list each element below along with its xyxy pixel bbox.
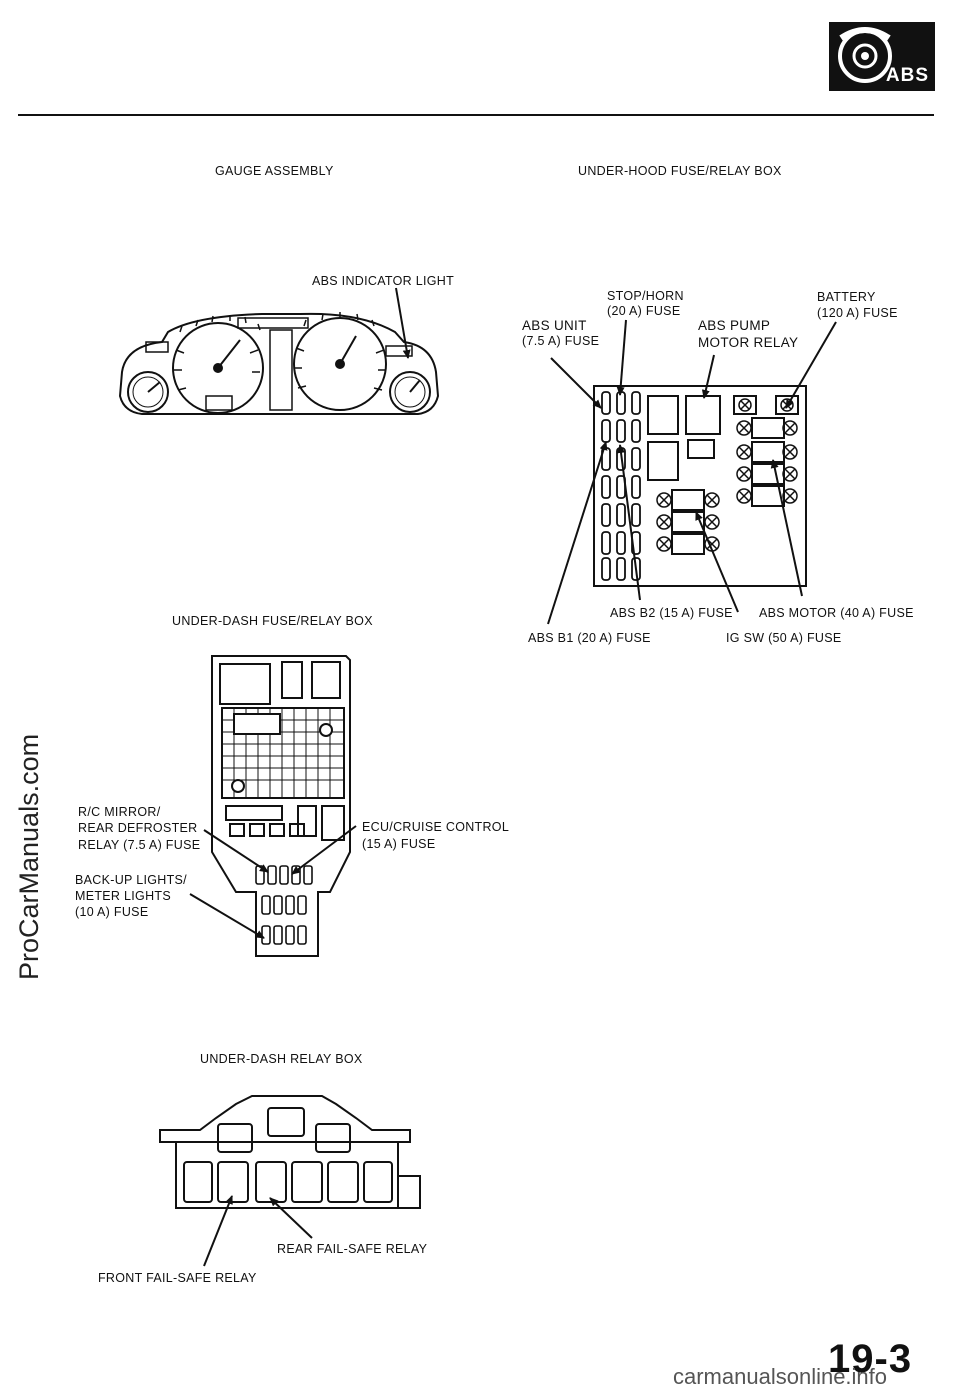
brake-disc-icon [838,27,892,83]
abs-pump-relay-label: MOTOR RELAY [698,335,799,350]
under-hood-box [593,385,807,587]
under-dash-relay-box [159,1095,421,1209]
front-failsafe-label: FRONT FAIL-SAFE RELAY [98,1271,257,1285]
header-rule [18,114,934,116]
ecu-cruise-rating: (15 A) FUSE [362,837,436,851]
ecu-cruise-label: ECU/CRUISE CONTROL [362,820,510,834]
gauge-cluster [118,312,440,415]
under-hood-title: UNDER-HOOD FUSE/RELAY BOX [578,164,782,178]
bottom-watermark: carmanualsonline.info [673,1364,888,1389]
under-hood-arrows [547,319,837,625]
under-dash-fuse-arrows [189,825,357,939]
abs-pump-label: ABS PUMP [698,318,771,333]
ig-sw-label: IG SW (50 A) FUSE [726,631,842,645]
abs-logo-text: ABS [885,65,929,86]
battery-label: BATTERY [817,290,876,304]
stop-horn-label: STOP/HORN [607,289,684,303]
meter-lights-label: METER LIGHTS [75,889,171,903]
gauge-assembly-title: GAUGE ASSEMBLY [215,164,334,178]
abs-indicator-light-label: ABS INDICATOR LIGHT [312,274,455,288]
side-watermark: ProCarManuals.com [14,733,44,980]
abs-b1-label: ABS B1 (20 A) FUSE [528,631,651,645]
page-number: 19-3 [828,1337,913,1381]
rear-defroster-label: REAR DEFROSTER [78,821,198,835]
backup-lights-label: BACK-UP LIGHTS/ [75,873,187,887]
under-dash-relay-title: UNDER-DASH RELAY BOX [200,1052,363,1066]
abs-motor-label: ABS MOTOR (40 A) FUSE [759,606,914,620]
battery-rating: (120 A) FUSE [817,306,898,320]
abs-unit-label: ABS UNIT [522,318,587,333]
abs-indicator-arrow [395,287,411,359]
rear-failsafe-label: REAR FAIL-SAFE RELAY [277,1242,428,1256]
abs-logo: ABS [829,22,935,91]
abs-b2-label: ABS B2 (15 A) FUSE [610,606,733,620]
under-dash-fuse-title: UNDER-DASH FUSE/RELAY BOX [172,614,373,628]
under-dash-fuse-box [211,655,351,957]
backup-lights-rating: (10 A) FUSE [75,905,149,919]
abs-unit-rating: (7.5 A) FUSE [522,334,600,348]
stop-horn-rating: (20 A) FUSE [607,304,681,318]
rc-mirror-label: R/C MIRROR/ [78,805,161,819]
rc-mirror-rating: RELAY (7.5 A) FUSE [78,838,201,852]
under-dash-relay-arrows [203,1195,313,1267]
